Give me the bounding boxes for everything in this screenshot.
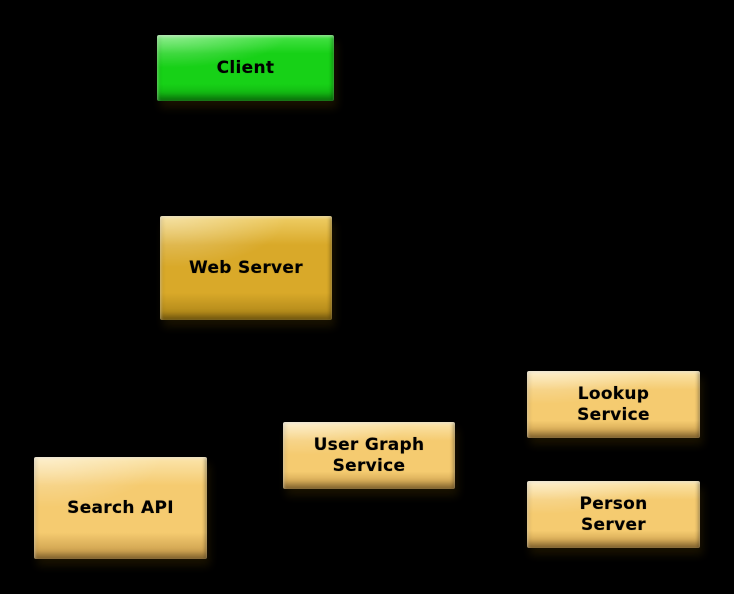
node-lookup-service-label: Lookup Service <box>577 384 650 425</box>
node-person-server-label: Person Server <box>579 494 648 535</box>
node-client-label: Client <box>216 57 275 78</box>
node-client: Client <box>157 35 334 101</box>
node-lookup-service: Lookup Service <box>527 371 700 438</box>
node-web-server: Web Server <box>160 216 332 320</box>
node-user-graph-service-label: User Graph Service <box>313 435 425 476</box>
node-web-server-label: Web Server <box>189 257 303 278</box>
node-person-server: Person Server <box>527 481 700 548</box>
node-search-api: Search API <box>34 457 207 559</box>
node-user-graph-service: User Graph Service <box>283 422 455 489</box>
node-search-api-label: Search API <box>67 497 174 518</box>
